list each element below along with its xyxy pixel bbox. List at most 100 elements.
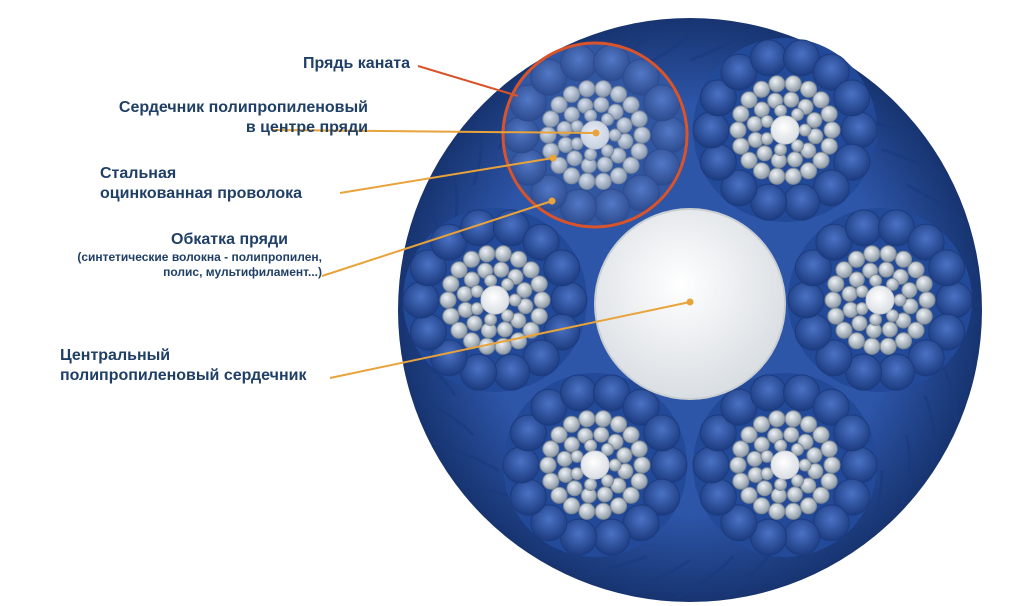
steel-wire — [610, 415, 627, 433]
steel-wire — [790, 139, 804, 153]
wrap-fiber-bundle — [650, 446, 688, 484]
wrap-fiber-bundle — [782, 518, 820, 556]
wrap-fiber-bundle — [509, 414, 547, 452]
steel-wire — [494, 245, 512, 263]
twist-line — [626, 558, 691, 593]
steel-wire — [768, 75, 786, 93]
steel-wire — [746, 450, 763, 467]
steel-wire — [539, 456, 557, 474]
steel-wire — [594, 80, 612, 98]
steel-wire — [556, 450, 573, 467]
steel-wire — [855, 302, 869, 316]
wrap-fiber-bundle — [699, 79, 737, 117]
steel-wire — [633, 456, 651, 474]
steel-wire — [790, 442, 804, 456]
steel-wire — [516, 282, 533, 299]
steel-wire — [823, 121, 841, 139]
steel-wire — [784, 410, 802, 428]
wrap-fiber-bundle — [720, 504, 758, 542]
twist-line — [923, 394, 936, 466]
steel-wire — [800, 497, 817, 515]
steel-wire — [820, 440, 838, 458]
steel-wire — [841, 285, 858, 302]
steel-wire — [510, 250, 527, 268]
steel-wire — [895, 332, 912, 350]
steel-wire — [610, 85, 627, 103]
wrap-fiber-bundle — [522, 223, 560, 261]
wrap-fiber-bundle — [877, 353, 915, 391]
twist-line — [905, 183, 966, 225]
wrap-fiber-bundle — [622, 388, 660, 426]
leader-line-wrap — [321, 200, 553, 277]
wrap-fiber-bundle — [833, 414, 871, 452]
steel-wire — [753, 497, 770, 515]
steel-wire — [820, 105, 838, 123]
steel-wire — [800, 162, 817, 180]
strand-core — [770, 115, 800, 145]
steel-wire — [493, 261, 510, 278]
steel-wire — [517, 298, 534, 315]
wrap-fiber-bundle — [509, 478, 547, 516]
steel-wire — [740, 486, 758, 504]
steel-wire — [812, 486, 830, 504]
steel-wire — [442, 275, 460, 293]
steel-wire — [895, 250, 912, 268]
steel-wire — [915, 307, 933, 325]
steel-wire — [760, 114, 774, 128]
strand — [502, 373, 688, 557]
steel-wire — [533, 291, 551, 309]
steel-wire — [881, 321, 898, 338]
steel-wire — [732, 137, 750, 155]
steel-wire — [820, 472, 838, 490]
strand-core — [480, 285, 510, 315]
leader-line-steel-wire — [339, 157, 554, 194]
steel-wire — [596, 486, 613, 503]
wrap-fiber-bundle — [907, 223, 945, 261]
steel-wire — [578, 502, 596, 520]
steel-wire — [784, 502, 802, 520]
wrap-fiber-bundle — [935, 281, 973, 319]
label-strand: Прядь каната — [302, 55, 410, 72]
steel-wire — [863, 337, 881, 355]
steel-wire — [732, 440, 750, 458]
steel-wire — [784, 167, 802, 185]
steel-wire — [500, 309, 514, 323]
strand — [692, 373, 878, 557]
wrap-fiber-bundle — [794, 249, 832, 287]
steel-wire — [879, 245, 897, 263]
steel-wire — [807, 463, 824, 480]
steel-wire — [740, 151, 758, 169]
steel-wire — [760, 132, 774, 146]
steel-wire — [918, 291, 936, 309]
label-central-core-line2: полипропиленовый сердечник — [60, 367, 307, 384]
steel-wire — [812, 151, 830, 169]
steel-wire — [508, 293, 522, 307]
steel-wire — [753, 415, 770, 433]
steel-wire — [893, 293, 907, 307]
steel-wire — [879, 337, 897, 355]
steel-wire — [768, 502, 786, 520]
steel-wire — [600, 112, 614, 126]
wrap-fiber-bundle — [750, 39, 788, 77]
wrap-fiber-bundle — [720, 169, 758, 207]
wrap-fiber-bundle — [699, 414, 737, 452]
wrap-fiber-bundle — [833, 79, 871, 117]
steel-wire — [885, 277, 899, 291]
steel-wire — [786, 486, 803, 503]
steel-wire — [786, 151, 803, 168]
wrap-fiber-bundle — [402, 281, 440, 319]
steel-wire — [600, 144, 614, 158]
steel-wire — [522, 261, 540, 279]
wrap-fiber-bundle — [840, 111, 878, 149]
twist-line — [403, 345, 457, 397]
steel-wire — [630, 440, 648, 458]
steel-wire — [484, 312, 498, 326]
twist-line — [881, 147, 947, 179]
strand-core — [770, 450, 800, 480]
leader-lines — [271, 65, 691, 379]
steel-wire — [566, 150, 583, 167]
steel-wire — [500, 277, 514, 291]
steel-wire — [550, 96, 568, 114]
steel-wire — [774, 142, 788, 156]
steel-wire — [570, 449, 584, 463]
